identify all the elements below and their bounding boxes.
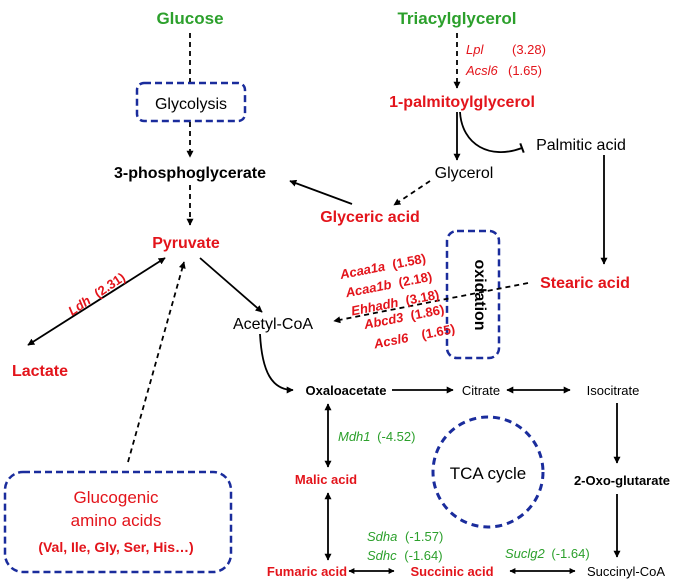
gene-sdhc-name: Sdhc	[367, 548, 397, 563]
node-3-phosphoglycerate: 3-phosphoglycerate	[114, 165, 266, 182]
gene-acsl6-top-name: Acsl6	[465, 63, 499, 78]
gene-acsl6-top-fc: (1.65)	[508, 63, 542, 78]
arrow-pyruvate-acetylcoa	[199, 257, 263, 313]
glucogenic-title-line1: Glucogenic	[73, 488, 159, 507]
node-1-palmitoylglycerol: 1-palmitoylglycerol	[389, 94, 535, 111]
node-2-oxo-glutarate: 2-Oxo-glutarate	[574, 473, 670, 488]
node-succinyl-coa: Succinyl-CoA	[587, 564, 665, 579]
gene-abcd3-fc: (1.86)	[409, 302, 445, 323]
gene-sdhc-fc: (-1.64)	[404, 548, 442, 563]
gene-sdha-name: Sdha	[367, 529, 397, 544]
node-succinic-acid: Succinic acid	[410, 564, 493, 579]
gene-suclg2: Suclg2 (-1.64)	[505, 546, 590, 561]
node-fumaric-acid: Fumaric acid	[267, 564, 347, 579]
node-oxaloacetate: Oxaloacetate	[306, 383, 387, 398]
gene-suclg2-name: Suclg2	[505, 546, 546, 561]
gene-ldh-fc: (2.31)	[91, 269, 128, 300]
arrow-glucogenic-pyruvate	[127, 261, 186, 463]
arrow-glyceric-phosphoglycerate	[289, 179, 353, 205]
arrow-acetylcoa-oxaloacetate	[259, 333, 294, 394]
gene-sdhc: Sdhc (-1.64)	[367, 548, 443, 563]
gene-ldh: Ldh (2.31)	[65, 269, 128, 318]
node-glucose: Glucose	[156, 9, 223, 28]
gene-acsl6-top: Acsl6	[465, 63, 499, 78]
gene-mdh1: Mdh1 (-4.52)	[338, 429, 415, 444]
gene-suclg2-fc: (-1.64)	[551, 546, 589, 561]
node-triacylglycerol: Triacylglycerol	[397, 9, 516, 28]
glucogenic-box	[3, 470, 233, 574]
node-glyceric-acid: Glyceric acid	[320, 209, 420, 226]
arrow-palmitoylglycerol-palmitic	[459, 111, 525, 154]
gene-acsl6-mid: Acsl6 (1.65)	[372, 321, 457, 352]
glucogenic-title-line2: amino acids	[71, 511, 162, 530]
arrow-pyruvate-lactate	[27, 257, 166, 346]
node-oxidation: oxidation	[471, 259, 488, 330]
gene-mdh1-name: Mdh1	[338, 429, 371, 444]
gene-sdha: Sdha (-1.57)	[367, 529, 443, 544]
node-malic-acid: Malic acid	[295, 472, 357, 487]
node-glycerol: Glycerol	[435, 165, 494, 182]
gene-ldh-name: Ldh	[65, 293, 93, 319]
node-glycolysis: Glycolysis	[155, 96, 227, 113]
node-citrate: Citrate	[462, 383, 500, 398]
node-tca-cycle: TCA cycle	[450, 464, 527, 483]
node-palmitic-acid: Palmitic acid	[536, 137, 626, 154]
arrow-stearic-acetylcoa	[333, 282, 529, 324]
glucogenic-examples: (Val, Ile, Gly, Ser, His…)	[38, 539, 193, 555]
gene-lpl: Lpl	[466, 42, 484, 57]
gene-acsl6-mid-fc: (1.65)	[420, 321, 456, 342]
gene-lpl-fc: (3.28)	[512, 42, 546, 57]
svg-text:Ldh (2.31): Ldh (2.31)	[65, 269, 128, 318]
tca-cycle-circle	[431, 415, 545, 529]
glycolysis-box	[135, 81, 247, 123]
arrow-glycerol-glyceric	[393, 180, 431, 206]
gene-lpl-name: Lpl	[466, 42, 484, 57]
node-pyruvate: Pyruvate	[152, 235, 220, 252]
gene-acaa1b-fc: (2.18)	[397, 269, 433, 290]
oxidation-box	[445, 229, 501, 360]
gene-sdha-fc: (-1.57)	[405, 529, 443, 544]
node-lactate: Lactate	[12, 363, 68, 380]
gene-acaa1a-fc: (1.58)	[391, 251, 427, 272]
gene-acsl6-mid-name: Acsl6	[372, 330, 411, 352]
gene-mdh1-fc: (-4.52)	[377, 429, 415, 444]
node-acetyl-coa: Acetyl-CoA	[233, 316, 313, 333]
node-stearic-acid: Stearic acid	[540, 275, 630, 292]
gene-ehhadh-fc: (3.18)	[404, 287, 440, 308]
node-isocitrate: Isocitrate	[587, 383, 640, 398]
